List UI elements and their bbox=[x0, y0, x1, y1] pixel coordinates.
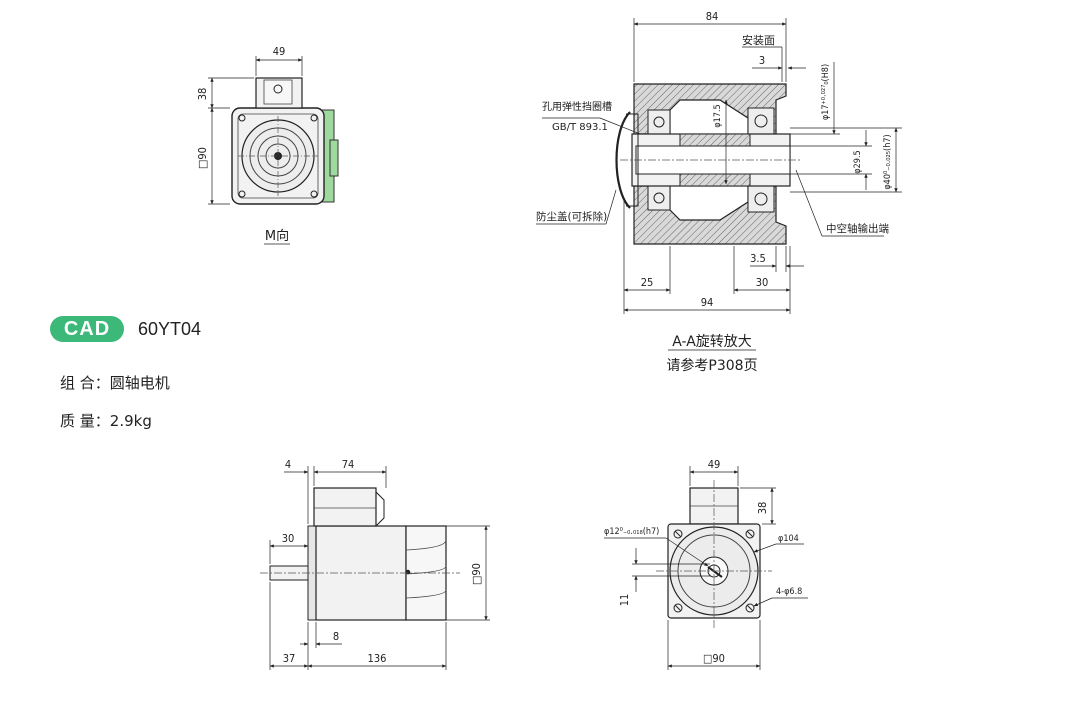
spec-row-mass: 质 量：2.9kg bbox=[60, 410, 152, 431]
standard-label: GB/T 893.1 bbox=[552, 122, 608, 133]
dim-37: 37 bbox=[283, 652, 296, 665]
cad-badge[interactable]: CAD bbox=[50, 316, 124, 342]
dust-cover-label: 防尘盖(可拆除) bbox=[536, 210, 607, 223]
dim-29-5: φ29.5 bbox=[853, 150, 863, 173]
dim-104: φ104 bbox=[778, 534, 799, 544]
spec-row-combination: 组 合：圆轴电机 bbox=[60, 372, 170, 393]
section-caption-ref: 请参考P308页 bbox=[666, 357, 757, 374]
dim-49-front: 49 bbox=[708, 458, 721, 471]
spec-label: 组 合： bbox=[60, 374, 110, 392]
dim-38-top: 38 bbox=[196, 88, 209, 101]
dim-90-side: □90 bbox=[470, 563, 483, 585]
section-view: 84 安装面 3 φ17⁺⁰·⁰²⁷₀(H8) φ17.5 φ29.5 φ40⁰… bbox=[536, 10, 902, 374]
dim-holes: 4-φ6.8 bbox=[776, 587, 802, 597]
dim-17-5: φ17.5 bbox=[713, 104, 723, 127]
dim-40-h7: φ40⁰₋₀.₀₂₅(h7) bbox=[883, 134, 893, 189]
dim-11: 11 bbox=[618, 594, 631, 607]
dim-90-front: □90 bbox=[703, 652, 725, 665]
dim-74: 74 bbox=[342, 458, 355, 471]
dim-94: 94 bbox=[701, 296, 714, 309]
side-view: 4 74 30 □90 8 37 136 bbox=[260, 458, 490, 670]
top-left-view: 49 38 □90 M向 bbox=[196, 45, 339, 245]
dim-8: 8 bbox=[333, 630, 339, 643]
dim-3-5: 3.5 bbox=[750, 252, 766, 265]
front-view: 49 38 φ12⁰₋₀.₀₁₈(h7) φ104 11 4-φ6.8 □90 bbox=[604, 458, 808, 670]
dim-49-top: 49 bbox=[273, 45, 286, 58]
dim-30-sec: 30 bbox=[756, 276, 769, 289]
spec-label: 质 量： bbox=[60, 412, 110, 430]
dim-90-top: □90 bbox=[196, 147, 209, 169]
section-caption-title: A-A旋转放大 bbox=[672, 334, 752, 350]
hollow-shaft-label: 中空轴输出端 bbox=[826, 222, 889, 235]
dim-3: 3 bbox=[759, 54, 765, 67]
dim-shaft: φ12⁰₋₀.₀₁₈(h7) bbox=[604, 527, 659, 537]
dim-30-side: 30 bbox=[282, 532, 295, 545]
dim-84: 84 bbox=[706, 10, 719, 23]
dim-25: 25 bbox=[641, 276, 654, 289]
dim-bore-h8: φ17⁺⁰·⁰²⁷₀(H8) bbox=[821, 64, 831, 120]
dim-4: 4 bbox=[285, 458, 291, 471]
dim-136: 136 bbox=[368, 652, 387, 665]
model-number: 60YT04 bbox=[138, 319, 202, 339]
retaining-groove-label: 孔用弹性挡圈槽 bbox=[542, 100, 612, 113]
spec-value: 圆轴电机 bbox=[109, 374, 170, 392]
mount-face-label: 安装面 bbox=[742, 33, 775, 47]
spec-value: 2.9kg bbox=[109, 412, 152, 430]
m-view-caption: M向 bbox=[265, 228, 289, 244]
dim-38-front: 38 bbox=[756, 502, 769, 515]
